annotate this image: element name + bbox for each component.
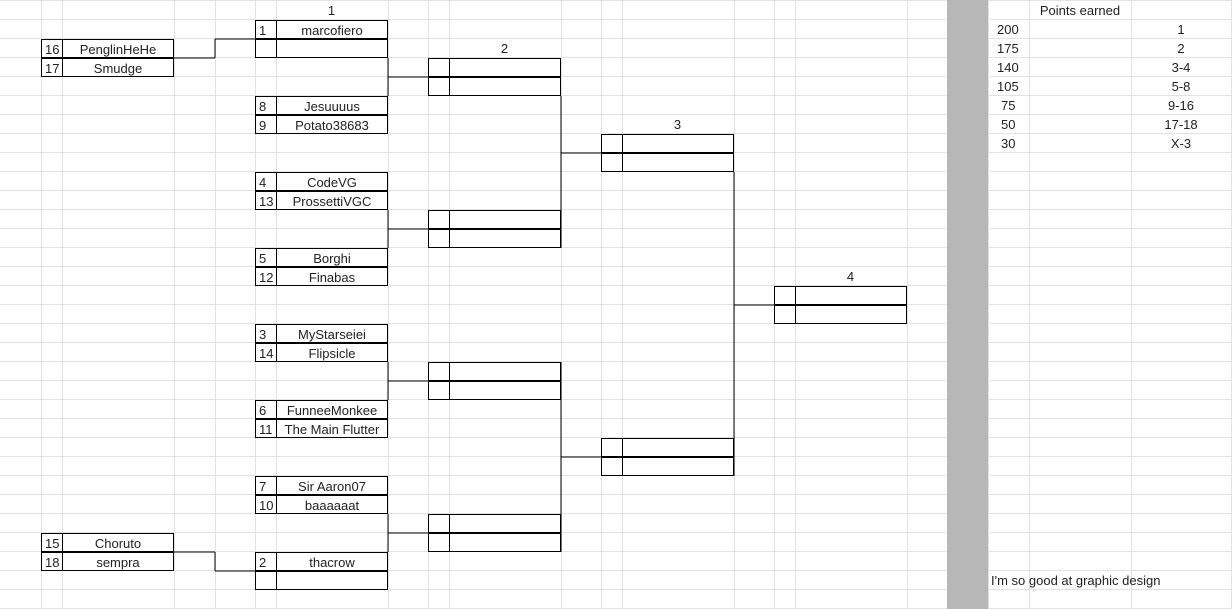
r3-player-slot[interactable] [622,438,734,457]
r1-player[interactable]: ProssettiVGC [276,191,388,210]
points-value[interactable]: 200 [997,22,1019,37]
r1-player[interactable]: FunneeMonkee [276,400,388,419]
r2-seed-slot[interactable] [428,533,450,552]
round-1-header: 1 [327,3,336,18]
prelim-seed[interactable]: 18 [41,552,63,571]
placement[interactable]: 3-4 [1171,60,1191,75]
r2-seed-slot[interactable] [428,381,450,400]
r1-player[interactable]: The Main Flutter [276,419,388,438]
r1-player[interactable]: Potato38683 [276,115,388,134]
r1-seed[interactable]: 6 [255,400,277,419]
prelim-player[interactable]: Choruto [62,533,174,552]
r3-player-slot[interactable] [622,457,734,476]
points-header: Points earned [1039,3,1121,18]
r2-player-slot[interactable] [449,381,561,400]
r3-seed-slot[interactable] [601,457,623,476]
r3-seed-slot[interactable] [601,134,623,153]
placement[interactable]: 1 [1177,22,1185,37]
r1-seed[interactable]: 13 [255,191,277,210]
points-value[interactable]: 50 [1001,117,1016,132]
points-value[interactable]: 75 [1001,98,1016,113]
prelim-seed[interactable]: 17 [41,58,63,77]
r1-seed[interactable]: 4 [255,172,277,191]
r2-player-slot[interactable] [449,58,561,77]
r1-seed[interactable]: 2 [255,552,277,571]
r1-player[interactable]: CodeVG [276,172,388,191]
points-value[interactable]: 30 [1001,136,1016,151]
r3-player-slot[interactable] [622,153,734,172]
r2-player-slot[interactable] [449,514,561,533]
r3-player-slot[interactable] [622,134,734,153]
r2-seed-slot[interactable] [428,229,450,248]
r1-seed[interactable]: 9 [255,115,277,134]
r3-seed-slot[interactable] [601,438,623,457]
r1-player[interactable]: baaaaaat [276,495,388,514]
r1-seed[interactable]: 1 [255,20,277,39]
r1-player[interactable]: Sir Aaron07 [276,476,388,495]
final-seed-slot[interactable] [774,305,796,324]
r1-player[interactable]: thacrow [276,552,388,571]
r1-player[interactable]: marcofiero [276,20,388,39]
placement[interactable]: X-3 [1170,136,1192,151]
round-3-header: 3 [673,117,682,132]
r2-seed-slot[interactable] [428,210,450,229]
prelim-player[interactable]: PenglinHeHe [62,39,174,58]
prelim-player[interactable]: sempra [62,552,174,571]
r1-seed[interactable] [255,39,277,58]
r1-seed[interactable]: 7 [255,476,277,495]
r3-seed-slot[interactable] [601,153,623,172]
r1-seed[interactable]: 14 [255,343,277,362]
points-value[interactable]: 105 [997,79,1019,94]
r1-player[interactable] [276,39,388,58]
final-seed-slot[interactable] [774,286,796,305]
round-2-header: 2 [500,41,509,56]
r1-seed[interactable] [255,571,277,590]
r2-player-slot[interactable] [449,210,561,229]
r1-player[interactable]: Finabas [276,267,388,286]
r1-seed[interactable]: 5 [255,248,277,267]
r1-player[interactable]: Jesuuuus [276,96,388,115]
r1-player[interactable] [276,571,388,590]
placement[interactable]: 2 [1177,41,1185,56]
r1-seed[interactable]: 12 [255,267,277,286]
r2-seed-slot[interactable] [428,58,450,77]
r1-player[interactable]: Flipsicle [276,343,388,362]
r1-seed[interactable]: 10 [255,495,277,514]
r2-seed-slot[interactable] [428,362,450,381]
r1-player[interactable]: Borghi [276,248,388,267]
prelim-seed[interactable]: 15 [41,533,63,552]
final-player-slot[interactable] [795,305,907,324]
r2-seed-slot[interactable] [428,514,450,533]
placement[interactable]: 9-16 [1167,98,1195,113]
points-value[interactable]: 140 [997,60,1019,75]
final-player-slot[interactable] [795,286,907,305]
placement[interactable]: 5-8 [1171,79,1191,94]
r2-player-slot[interactable] [449,533,561,552]
r2-seed-slot[interactable] [428,77,450,96]
r1-seed[interactable]: 3 [255,324,277,343]
r2-player-slot[interactable] [449,77,561,96]
r1-seed[interactable]: 8 [255,96,277,115]
points-value[interactable]: 175 [997,41,1019,56]
placement[interactable]: 17-18 [1164,117,1198,132]
r1-seed[interactable]: 11 [255,419,277,438]
r2-player-slot[interactable] [449,229,561,248]
r1-player[interactable]: MyStarseiei [276,324,388,343]
prelim-player[interactable]: Smudge [62,58,174,77]
prelim-seed[interactable]: 16 [41,39,63,58]
separator-column [947,0,988,609]
r2-player-slot[interactable] [449,362,561,381]
round-4-header: 4 [846,269,855,284]
note-text[interactable]: I'm so good at graphic design [991,573,1161,588]
